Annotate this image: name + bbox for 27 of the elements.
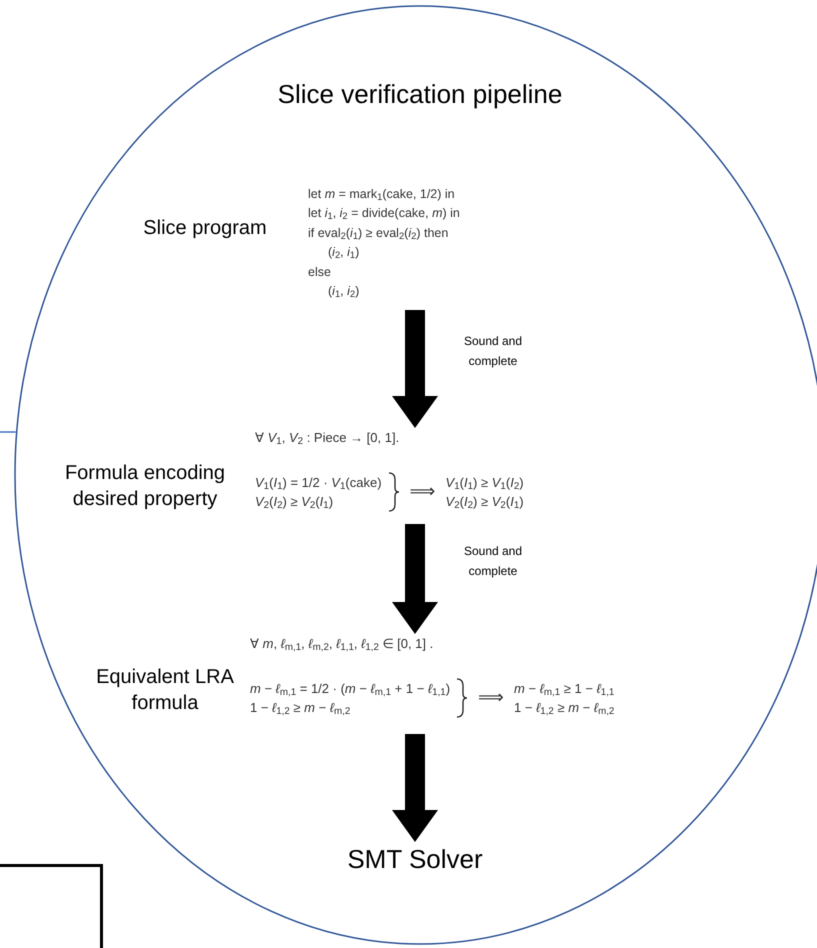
arrow <box>392 524 438 634</box>
stage-heading: SMT Solver <box>346 843 484 876</box>
arrow <box>392 734 438 842</box>
stage-heading: Equivalent LRA formula <box>95 665 235 716</box>
formula-text: m − ℓ$_{m,1}$ = 1/2 · (m − ℓ$_{m,1}$ + 1 − ℓ$_{1,1}$) <box>250 680 450 698</box>
stage-heading: Formula encoding desired property <box>64 461 226 512</box>
formula-text: ∀ m, ℓ$_{m,1}$, ℓ$_{m,2}$, ℓ$_{1,1}$, ℓ$_{1,2}$ ∈ [0, 1] . <box>250 635 434 654</box>
code-line: else <box>308 264 332 280</box>
code-line: if eval$_{2}$(i$_{1}$) ≥ eval$_{2}$(i$_{2}$) then <box>308 224 450 243</box>
arrow <box>392 310 438 428</box>
formula-text: m − ℓ$_{m,1}$ ≥ 1 − ℓ$_{1,1}$ <box>514 680 614 698</box>
implies-symbol: ⟹ <box>478 686 504 709</box>
code-line: (i$_{1}$, i$_{2}$) <box>327 283 360 302</box>
ellipse-label: Slice verification pipeline <box>276 78 564 111</box>
formula-text: V$_{2}$(I$_{2}$) ≥ V$_{2}$(I$_{1}$) <box>446 492 524 510</box>
box-outline <box>0 864 103 948</box>
formula-text: ∀ V$_{1}$, V$_{2}$ : Piece → [0, 1]. <box>255 429 400 448</box>
formula-text: 1 − ℓ$_{1,2}$ ≥ m − ℓ$_{m,2}$ <box>250 698 352 716</box>
stage-heading: Slice program <box>142 216 268 241</box>
formula-text: V$_{1}$(I$_{1}$) ≥ V$_{1}$(I$_{2}$) <box>446 474 524 492</box>
implies-symbol: ⟹ <box>410 480 436 503</box>
code-line: let i$_{1}$, i$_{2}$ = divide(cake, m) in <box>308 205 460 224</box>
formula-text: V$_{1}$(I$_{1}$) = 1/2 · V$_{1}$(cake) <box>255 474 382 492</box>
code-line: (i$_{2}$, i$_{1}$) <box>327 244 360 262</box>
formula-text: 1 − ℓ$_{1,2}$ ≥ m − ℓ$_{m,2}$ <box>514 698 614 716</box>
code-line: let m = mark$_{1}$(cake, 1/2) in <box>308 186 456 204</box>
formula-text: V$_{2}$(I$_{2}$) ≥ V$_{2}$(I$_{1}$) <box>255 492 334 510</box>
